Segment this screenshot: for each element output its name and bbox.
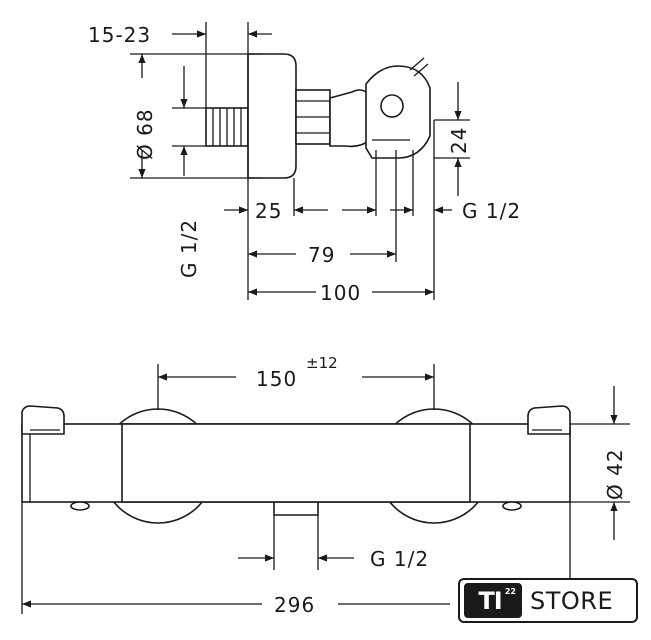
- dim-150-tolerance: ±12: [306, 354, 338, 372]
- ti-store-logo: TI 22 STORE: [458, 578, 638, 623]
- front-view: 150 ±12 Ø 42 G 1/2 296: [21, 354, 630, 617]
- dim-24: 24: [447, 127, 471, 154]
- right-stop: [502, 501, 522, 511]
- left-end-cap: [21, 405, 65, 435]
- dim-diameter-42: Ø 42: [603, 448, 627, 500]
- logo-ti-text: TI: [478, 586, 502, 615]
- dim-79: 79: [308, 243, 335, 267]
- left-stop: [70, 501, 90, 511]
- dim-diameter-68: Ø 68: [133, 108, 157, 160]
- center-housing: [121, 423, 471, 503]
- eccentric-body: [329, 89, 371, 148]
- dim-100: 100: [320, 281, 361, 305]
- dim-296: 296: [274, 593, 315, 617]
- dim-g12-outlet: G 1/2: [370, 547, 429, 571]
- dim-g12-thread: G 1/2: [177, 219, 201, 278]
- dim-25: 25: [255, 199, 282, 223]
- thread-hatch: [212, 108, 242, 146]
- side-view: 15-23 Ø 68 G 1/2 25 79 100 24 G 1/2: [88, 22, 521, 305]
- right-end-cap: [527, 405, 571, 435]
- dim-g12-right: G 1/2: [462, 199, 521, 223]
- dim-150: 150: [256, 367, 297, 391]
- valve-cap: [380, 94, 404, 118]
- logo-superscript: 22: [504, 587, 516, 596]
- logo-mark: TI 22: [464, 583, 522, 618]
- dim-15-23: 15-23: [88, 23, 151, 47]
- logo-store-text: STORE: [530, 586, 614, 615]
- end-cap: [247, 53, 297, 179]
